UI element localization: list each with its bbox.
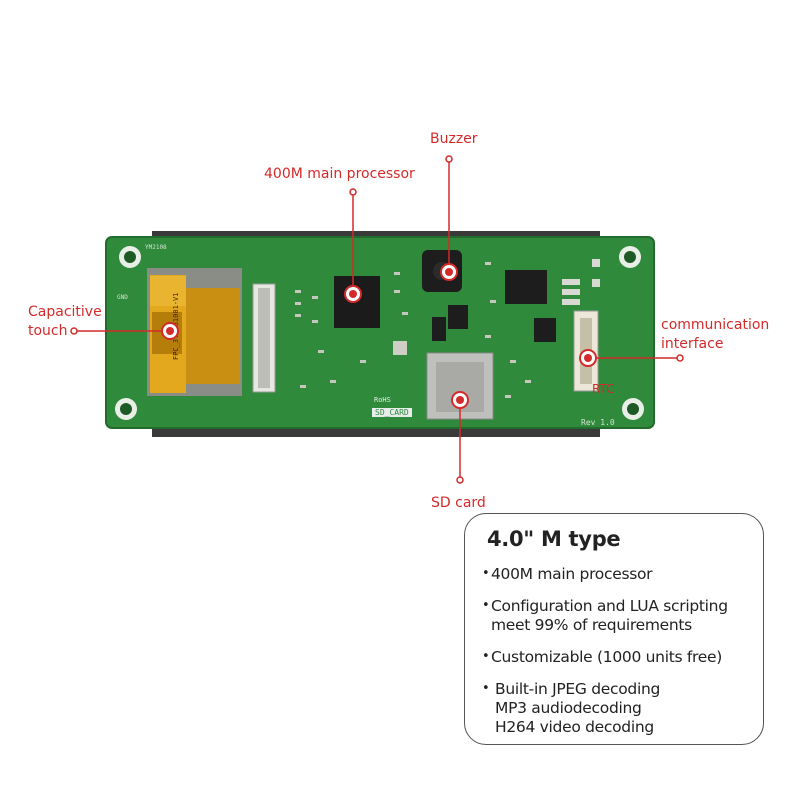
capacitive-line-1: Capacitive — [28, 304, 102, 320]
board-rohs-text: RoHS — [374, 396, 391, 404]
info-bullet-4: • Built-in JPEG decoding MP3 audiodecodi… — [482, 680, 661, 737]
info-bullet-3: • Customizable (1000 units free) — [482, 648, 722, 667]
buzzer-label: Buzzer — [430, 131, 478, 147]
board-gnd-text: GND — [117, 294, 128, 301]
smd-components — [295, 262, 531, 398]
communication-line-2: interface — [661, 336, 724, 352]
connector-slot — [258, 288, 270, 388]
ic-d — [534, 318, 556, 342]
ic-e — [393, 341, 407, 355]
pcb-edge — [105, 236, 655, 429]
board-sd-text: SD_CARD — [372, 408, 412, 417]
bullet-dot: • — [482, 566, 490, 581]
bullet-text: Customizable (1000 units free) — [491, 648, 722, 666]
callout-markers — [70, 155, 684, 484]
bullet-text: MP3 audiodecoding — [495, 699, 642, 717]
bullet-dot: • — [482, 649, 490, 664]
sd-card-target — [451, 391, 469, 409]
bullet-dot: • — [482, 681, 490, 696]
communication-interface-label: communication interface — [661, 316, 769, 354]
info-bullet-2: • Configuration and LUA scripting meet 9… — [482, 597, 728, 635]
bullet-text: Configuration and LUA scripting — [491, 597, 728, 615]
capacitive-line-2: touch — [28, 323, 68, 339]
rtc-label: RTC — [592, 382, 615, 396]
mounting-holes — [115, 246, 644, 420]
processor-label: 400M main processor — [264, 166, 415, 182]
ic-a — [505, 270, 547, 304]
bullet-text: meet 99% of requirements — [491, 616, 692, 634]
spec-info-box: 4.0" M type • 400M main processor • Conf… — [464, 513, 764, 745]
communication-line-1: communication — [661, 317, 770, 333]
ic-b — [448, 305, 468, 329]
bullet-text: H264 video decoding — [495, 718, 654, 736]
bullet-text: Built-in JPEG decoding — [495, 680, 661, 698]
capacitive-touch-label: Capacitive touch — [28, 303, 102, 341]
processor-target — [344, 285, 362, 303]
info-title: 4.0" M type — [487, 527, 621, 551]
buzzer-target — [440, 263, 458, 281]
info-bullet-1: • 400M main processor — [482, 565, 653, 584]
board-rev-text: Rev 1.0 — [581, 418, 615, 427]
board-corner-text: YM2108 — [145, 244, 167, 251]
ic-c — [432, 317, 446, 341]
bullet-text: 400M main processor — [491, 565, 653, 583]
header-pads — [562, 259, 600, 305]
bullet-dot: • — [482, 598, 490, 613]
communication-target — [579, 349, 597, 367]
sd-card-label: SD card — [431, 495, 486, 511]
capacitive-target — [161, 322, 179, 340]
